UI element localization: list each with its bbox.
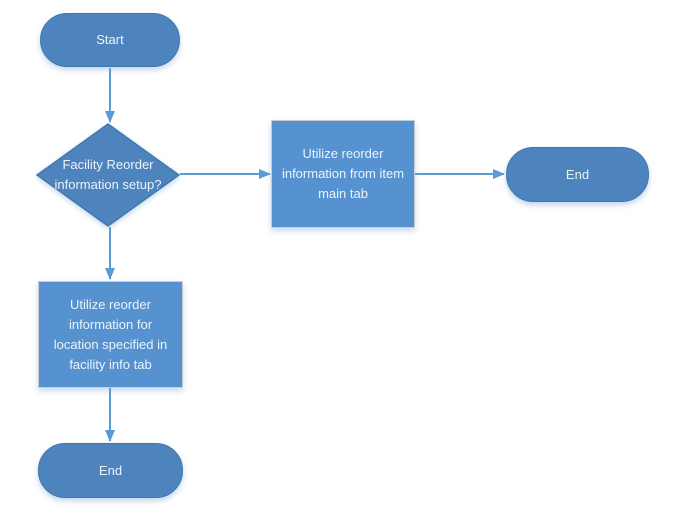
end-terminator-bottom: End (38, 443, 183, 498)
start-terminator: Start (40, 13, 180, 67)
end-terminator-right: End (506, 147, 649, 202)
end-bottom-label: End (98, 462, 123, 478)
process-item-main-tab-label: Utilize reorder information from item ma… (281, 146, 405, 201)
decision-label: Facility Reorder information setup? (54, 157, 162, 192)
decision-diamond-shape (35, 123, 181, 227)
end-right-label: End (565, 166, 590, 182)
process-facility-info-tab-label: Utilize reorder information for location… (53, 296, 168, 372)
start-label: Start (96, 32, 124, 47)
process-facility-info-tab: Utilize reorder information for location… (38, 281, 183, 388)
decision-node: Facility Reorder information setup? (52, 145, 164, 205)
process-item-main-tab: Utilize reorder information from item ma… (271, 120, 415, 228)
